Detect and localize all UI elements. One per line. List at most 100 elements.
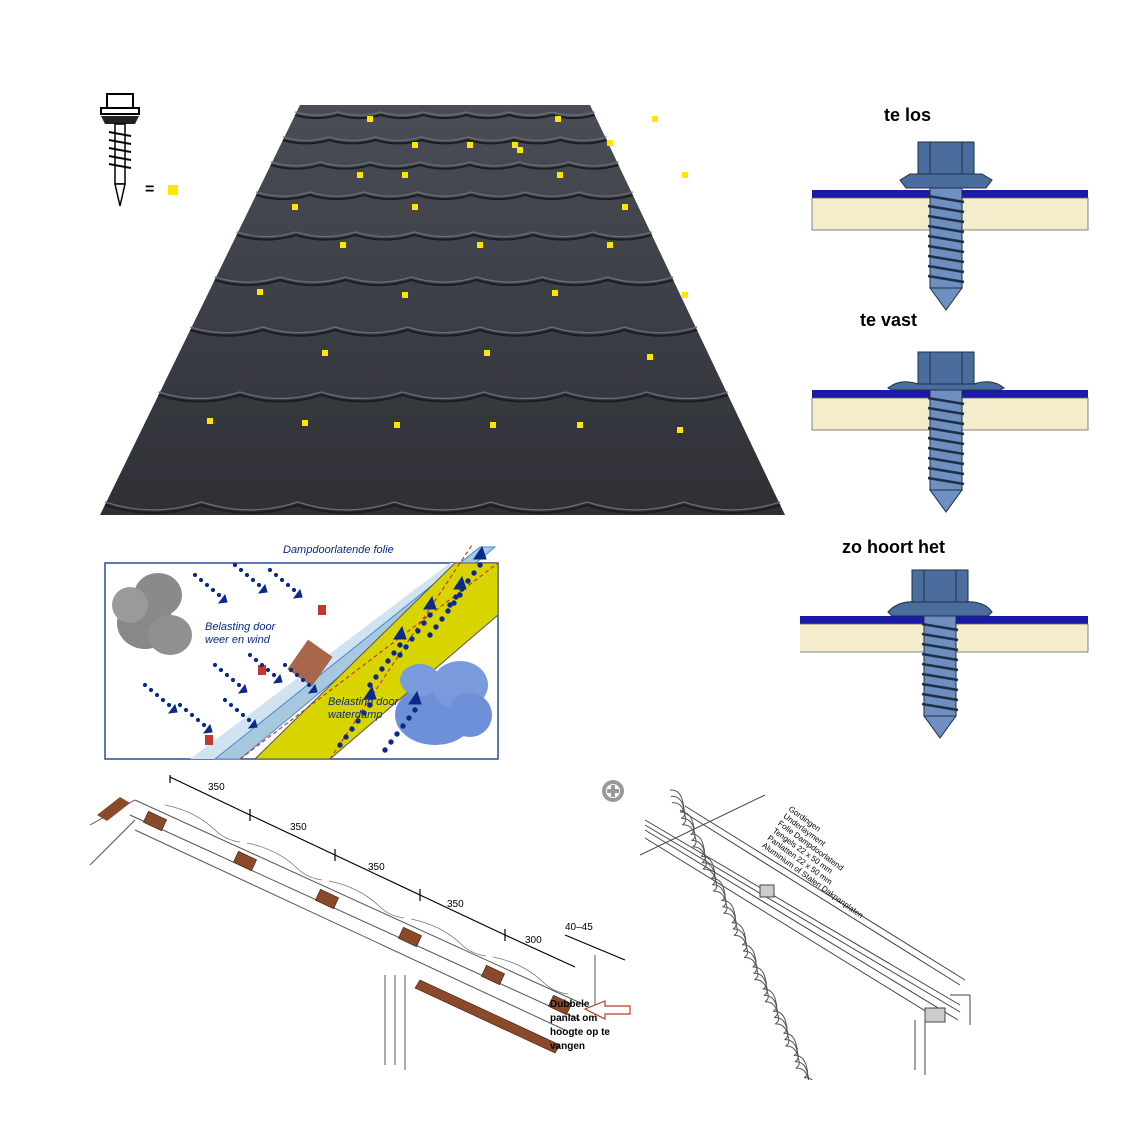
fastener-marker [652, 116, 658, 122]
arrow-up-icon [393, 625, 407, 640]
rafter-beam [414, 979, 561, 1054]
tile-row [270, 163, 619, 170]
screw-states-diagram [800, 141, 1089, 739]
fastener-marker [340, 242, 346, 248]
batten-section [759, 884, 775, 898]
tile-sheet [100, 105, 785, 515]
fastener-marker [552, 290, 558, 296]
vapour-label-line2: waterdamp [328, 709, 382, 721]
arrow-down-right-icon [247, 718, 258, 729]
eave-block [924, 1007, 946, 1023]
zoom-in-icon[interactable] [601, 779, 625, 803]
weather-label-line1: Belasting door [205, 621, 277, 633]
roof-section-diagram: Gordingen Underlayment Folie Dampdoorlat… [640, 789, 971, 1080]
arrow-down-right-icon [237, 683, 248, 694]
batten-block [481, 964, 505, 986]
arrow-up-icon [408, 690, 422, 705]
spacing-dimension: 300 [525, 935, 542, 946]
arrow-down-right-icon [307, 683, 318, 694]
fastener-marker [402, 172, 408, 178]
marker-swatch [168, 185, 178, 195]
tile-profile [246, 842, 323, 881]
clip-icon [318, 605, 326, 615]
batten-block [398, 926, 422, 948]
storm-cloud-icon [112, 573, 192, 655]
vapour-label-line1: Belasting door [328, 696, 400, 708]
fastener-marker [607, 242, 613, 248]
dimension-line [249, 814, 336, 856]
insulation-layer [253, 562, 499, 760]
screw-state-label-loose: te los [884, 105, 932, 125]
note-line2: panlat om [550, 1013, 597, 1024]
tile-profile [164, 804, 241, 843]
callout-arrow-icon [583, 1000, 631, 1020]
moisture-load-diagram: Dampdoorlatende folie Belasting door wee… [104, 544, 499, 760]
ridge-tile [97, 797, 130, 821]
tile-profile [328, 880, 405, 919]
overhang-dimension: 40–45 [565, 922, 593, 933]
fastener-marker [490, 422, 496, 428]
arrow-down-right-icon [202, 723, 213, 734]
screw-state-label-correct: zo hoort het [842, 537, 945, 557]
tile-row [294, 113, 596, 120]
clip-icon [205, 735, 213, 745]
arrow-up-icon [473, 545, 487, 560]
screw-correct [800, 569, 1089, 739]
tile-row [282, 138, 607, 145]
fastener-marker [467, 142, 473, 148]
fastener-marker [367, 116, 373, 122]
batten-block [548, 994, 572, 1016]
fastener-marker [555, 116, 561, 122]
fastener-marker [682, 292, 688, 298]
overhang-dimension-line [564, 934, 626, 961]
dimension-line [504, 934, 576, 968]
equals-sign: = [145, 181, 154, 198]
screw-state-label-tight: te vast [860, 310, 918, 330]
fastener-marker [557, 172, 563, 178]
arrow-down-right-icon [217, 593, 228, 604]
fastener-marker [412, 204, 418, 210]
arrow-down-right-icon [292, 588, 303, 599]
note-line1: Dubbele [550, 999, 590, 1010]
tile-row [255, 193, 634, 201]
fastener-marker [677, 427, 683, 433]
note-line3: hoogte op te [550, 1027, 610, 1038]
fastener-marker [402, 292, 408, 298]
arrow-up-icon [423, 595, 437, 610]
fastener-marker [484, 350, 490, 356]
fastener-marker [322, 350, 328, 356]
fastener-marker [577, 422, 583, 428]
fastener-marker [647, 354, 653, 360]
tile-row [214, 278, 674, 287]
fastener-marker [517, 147, 523, 153]
batten-block [143, 810, 167, 832]
fastener-marker [682, 172, 688, 178]
arrow-down-right-icon [272, 673, 283, 684]
tile-sheet-photo [100, 105, 785, 515]
fastener-marker [302, 420, 308, 426]
fastener-marker [257, 289, 263, 295]
fastener-marker [207, 418, 213, 424]
weather-label-line2: weer en wind [205, 634, 271, 646]
dimension-line [169, 776, 251, 816]
spacing-dimension: 350 [208, 782, 225, 793]
batten-block [315, 888, 339, 910]
corrugation-line [671, 802, 821, 1080]
tile-row [236, 233, 653, 241]
vapour-cloud-icon [395, 661, 492, 745]
screw-icon [100, 93, 140, 207]
tile-row [189, 328, 698, 337]
dimension-line [419, 894, 506, 936]
note-line4: vangen [550, 1041, 585, 1052]
dimension-line [334, 854, 421, 896]
fastener-marker [292, 204, 298, 210]
clip-icon [258, 665, 266, 675]
batten-block [233, 850, 257, 872]
screw-too-loose [811, 141, 1089, 311]
fastener-marker [357, 172, 363, 178]
fastener-marker [607, 140, 613, 146]
foil-label: Dampdoorlatende folie [283, 544, 394, 556]
tile-row [104, 503, 781, 514]
screw-too-tight [811, 351, 1089, 513]
